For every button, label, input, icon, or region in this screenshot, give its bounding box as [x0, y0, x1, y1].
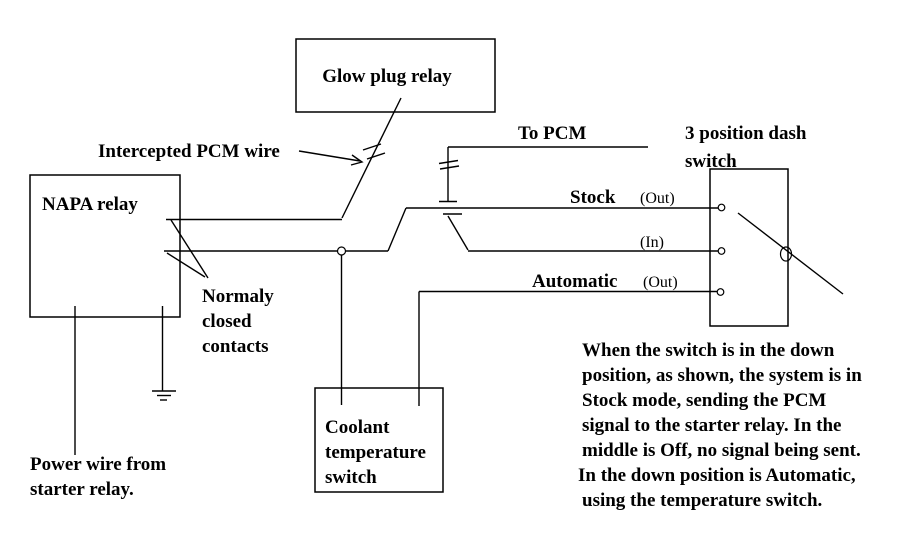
- power-wire-label-line2: starter relay.: [30, 479, 134, 500]
- note-line-1: When the switch is in the down: [582, 340, 835, 361]
- normally-closed-label-line3: contacts: [202, 336, 268, 357]
- coolant-switch-box: [314, 387, 444, 493]
- contacts-leader-1: [170, 219, 209, 279]
- normally-closed-label-line1: Normaly: [202, 286, 274, 307]
- terminal-stock: [717, 203, 726, 212]
- terminal-in: [717, 247, 726, 255]
- note-paragraph: When the switch is in the down position,…: [578, 340, 862, 511]
- pcm-connector-hash-1: [438, 159, 459, 165]
- intercept-hash-mark-2: [366, 152, 386, 160]
- arrowhead-icon: [350, 154, 364, 166]
- intercepted-leader-line: [298, 150, 361, 162]
- automatic-label: Automatic: [532, 271, 617, 292]
- napa-relay-box: [29, 174, 181, 318]
- coolant-switch-label-line1: Coolant: [325, 417, 390, 438]
- stock-wire-riser: [387, 207, 407, 252]
- ground-icon: [152, 390, 176, 401]
- junction-node: [336, 246, 347, 256]
- switch-lever: [737, 212, 844, 295]
- intercepted-pcm-label: Intercepted PCM wire: [98, 141, 280, 162]
- intercept-hash-mark-1: [362, 143, 382, 151]
- contacts-leader-2: [166, 252, 206, 278]
- note-line-3: Stock mode, sending the PCM: [582, 390, 826, 411]
- normally-closed-label-line2: closed: [202, 311, 252, 332]
- terminal-automatic: [716, 288, 725, 296]
- power-wire-label-line1: Power wire from: [30, 454, 166, 475]
- pcm-connector-hash-2: [439, 165, 460, 170]
- stock-label: Stock: [570, 187, 616, 208]
- glow-plug-relay-label: Glow plug relay: [322, 66, 452, 87]
- coolant-switch-label-line3: switch: [325, 467, 377, 488]
- automatic-direction-label: (Out): [643, 274, 678, 291]
- stock-direction-label: (Out): [640, 190, 675, 207]
- note-line-5: middle is Off, no signal being sent.: [582, 440, 861, 461]
- coolant-switch-label-line2: temperature: [325, 442, 426, 463]
- glow-plug-relay-box: [295, 38, 496, 113]
- lever-pivot: [779, 246, 793, 262]
- napa-relay-label: NAPA relay: [42, 194, 138, 215]
- note-line-2: position, as shown, the system is in: [582, 365, 862, 386]
- note-line-6: In the down position is Automatic,: [578, 465, 856, 486]
- note-line-7: using the temperature switch.: [582, 490, 822, 511]
- in-wire-riser: [447, 215, 469, 251]
- in-direction-label: (In): [640, 234, 664, 251]
- dash-switch-label-line1: 3 position dash: [685, 123, 807, 144]
- note-line-4: signal to the starter relay. In the: [582, 415, 841, 436]
- to-pcm-label: To PCM: [518, 123, 587, 144]
- dash-switch-label-line2: switch: [685, 151, 737, 172]
